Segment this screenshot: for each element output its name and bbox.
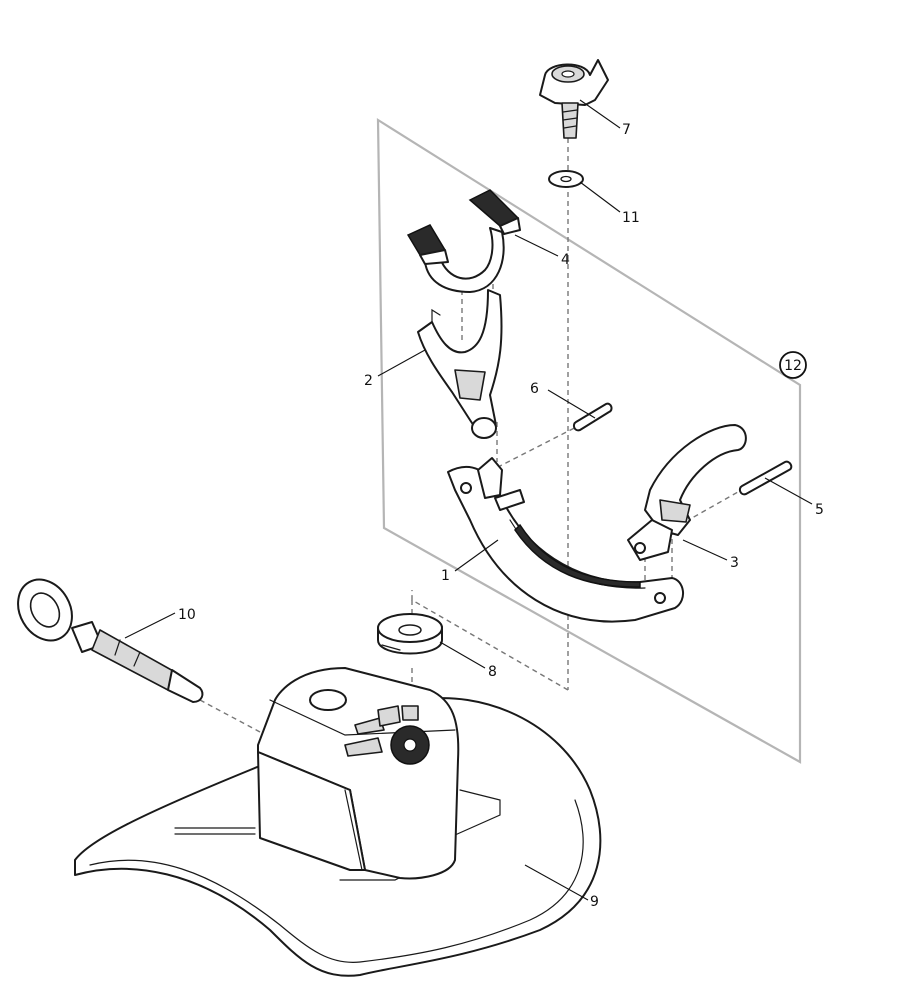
callout-5: 5 xyxy=(815,502,824,518)
part-3-lever xyxy=(627,424,747,561)
part-10-eye-bolt xyxy=(17,578,204,703)
callout-2: 2 xyxy=(364,373,373,389)
callout-6: 6 xyxy=(530,381,539,397)
part-1-arc-clamp xyxy=(447,457,684,623)
assembly-lines xyxy=(199,138,746,749)
callout-4: 4 xyxy=(561,252,570,268)
callout-labels: 7 11 4 2 6 5 3 1 10 8 9 12 xyxy=(178,122,824,910)
svg-text:12: 12 xyxy=(784,358,802,374)
callout-1: 1 xyxy=(441,568,450,584)
part-7-thumb-screw xyxy=(539,59,609,139)
callout-3: 3 xyxy=(730,555,739,571)
part-4-upper-yoke xyxy=(406,189,521,293)
part-2-lower-yoke xyxy=(417,289,503,439)
assembly-frame-12 xyxy=(376,117,802,764)
callout-9: 9 xyxy=(590,894,599,910)
callout-11: 11 xyxy=(622,210,640,226)
base-housing xyxy=(257,667,460,880)
callout-8: 8 xyxy=(488,664,497,680)
callout-12: 12 xyxy=(779,351,807,379)
part-8-round-nut xyxy=(377,613,443,655)
part-11-washer xyxy=(548,170,584,188)
callout-10: 10 xyxy=(178,607,196,623)
leader-lines xyxy=(124,99,813,901)
callout-7: 7 xyxy=(622,122,631,138)
